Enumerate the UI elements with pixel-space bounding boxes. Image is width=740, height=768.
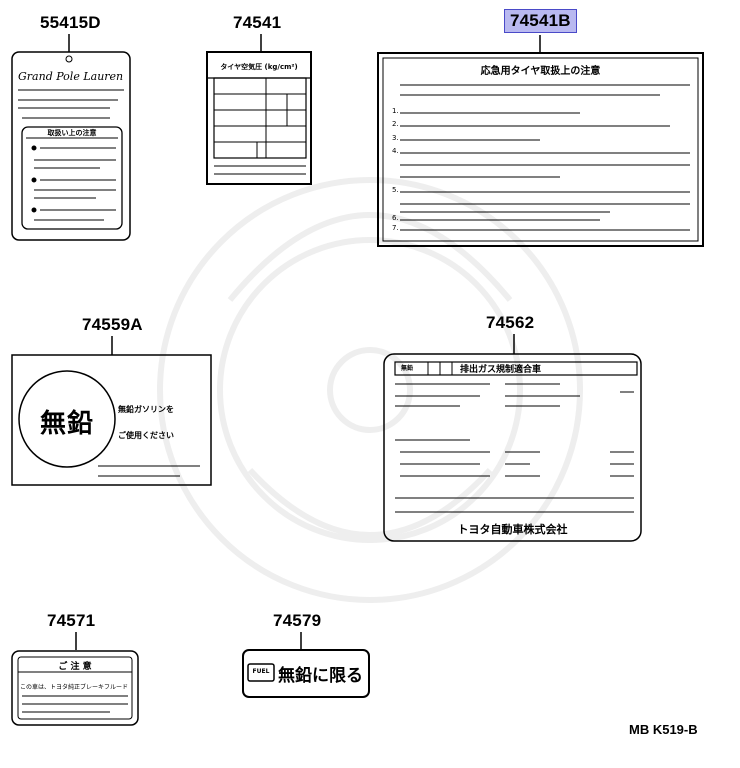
unleaded-line-1: 無鉛ガソリンを [118,405,174,414]
fuel-badge-small: FUEL [252,668,270,675]
part-number-74541b[interactable]: 74541B [504,9,577,33]
notice-title: ご 注 意 [58,662,92,672]
part-number-74541[interactable]: 74541 [233,13,282,32]
caution-item-6: 6. [392,214,399,222]
caution-item-3: 3. [392,134,399,142]
tire-label-74541 [206,51,312,185]
fuel-badge-text: 無鉛に限る [278,666,363,686]
hang-tag-55415d [11,51,131,241]
caution-item-2: 2. [392,120,399,128]
part-number-74571[interactable]: 74571 [47,611,96,630]
part-number-74579[interactable]: 74579 [273,611,322,630]
caution-item-5: 5. [392,186,399,194]
tag-box-title: 取扱い上の注意 [47,129,97,137]
fuel-badge-74579 [242,649,370,698]
leader-lines [68,34,541,650]
tag-script: Grand Pole Lauren [18,70,124,83]
part-number-74559a[interactable]: 74559A [82,315,143,334]
notice-line: この車は、トヨタ純正ブレーキフルード [20,684,129,691]
emission-header: 排出ガス規制適合車 [460,365,542,375]
unleaded-label-74559a [11,354,212,486]
part-number-74562[interactable]: 74562 [486,313,535,332]
caution-label-74541b [377,52,704,247]
caution-title: 応急用タイヤ取扱上の注意 [480,66,601,77]
caution-item-1: 1. [392,107,399,115]
emission-box: 無鉛 [401,365,414,372]
part-number-55415d[interactable]: 55415D [40,13,101,32]
caution-item-4: 4. [392,147,399,155]
toyota-company: トヨタ自動車株式会社 [457,523,568,536]
caution-item-7: 7. [392,224,399,232]
reference-code: MB K519-B [629,722,698,737]
unleaded-line-2: ご使用ください [118,431,174,440]
emission-label-74562 [383,353,642,542]
unleaded-kanji: 無鉛 [39,409,94,439]
tire-table-header: タイヤ空気圧 (kg/cm²) [220,63,298,71]
watermark-emblem [157,177,583,603]
notice-label-74571 [11,650,139,726]
